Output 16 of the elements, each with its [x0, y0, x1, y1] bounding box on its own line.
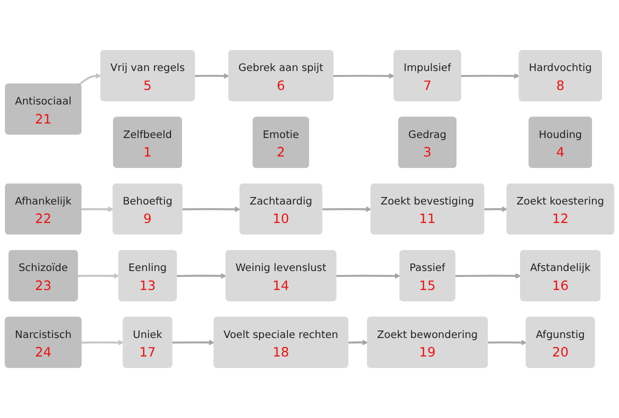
arrow [172, 340, 214, 346]
arrow [455, 273, 522, 279]
arrow [484, 206, 508, 212]
arrow [176, 273, 226, 279]
arrow [82, 340, 124, 346]
arrow [78, 273, 120, 279]
arrow [194, 73, 230, 79]
arrow [81, 206, 114, 212]
arrow [182, 206, 240, 212]
arrow [488, 340, 527, 346]
arrow [336, 273, 400, 279]
arrow [322, 206, 372, 212]
arrow [348, 340, 368, 346]
arrow [78, 73, 102, 86]
arrow [461, 73, 520, 79]
arrow [333, 73, 395, 79]
